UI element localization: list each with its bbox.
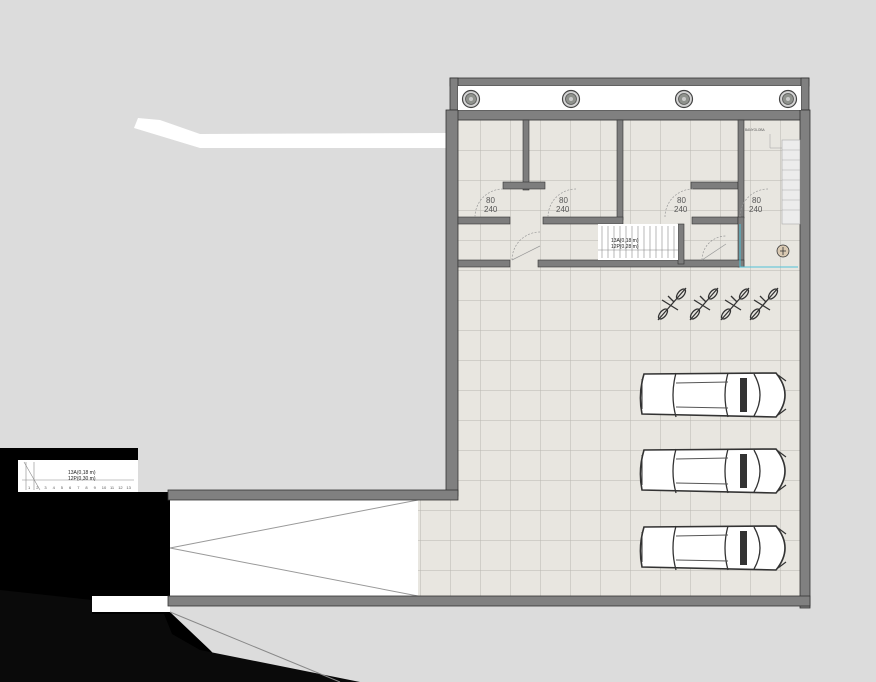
car-icon xyxy=(639,372,787,418)
car-parking xyxy=(639,372,787,571)
parking-floor xyxy=(458,120,800,596)
stair-step-number: 12 xyxy=(118,485,123,490)
car-icon xyxy=(639,525,787,571)
room-label-small: BANYOLOBA xyxy=(745,128,766,132)
door-4-width: 80 xyxy=(752,196,761,205)
column-icon xyxy=(461,89,481,109)
column-icon xyxy=(674,89,694,109)
column-icon xyxy=(561,89,581,109)
stair-step-number: 11 xyxy=(110,485,115,490)
stair-step-number: 7 xyxy=(77,485,80,490)
path-strip xyxy=(134,118,448,148)
stair-step-number: 4 xyxy=(53,485,56,490)
stair-side xyxy=(781,139,801,225)
stair-step-number: 2 xyxy=(36,485,39,490)
stair-main-label-2: 12P(0,28 m) xyxy=(611,244,639,250)
entrance-floor xyxy=(418,496,460,596)
car-icon xyxy=(639,448,787,494)
door-4-height: 240 xyxy=(749,205,763,214)
accent-line xyxy=(739,224,798,268)
stair-step-number: 10 xyxy=(102,485,107,490)
stair-left-label-2: 12P(0,30 m) xyxy=(68,476,96,482)
door-2-height: 240 xyxy=(556,205,570,214)
access-ramp xyxy=(170,500,418,596)
stair-step-number: 9 xyxy=(94,485,97,490)
stair-main-label-1: 13A(0,18 m) xyxy=(611,238,639,244)
door-swings xyxy=(474,188,769,261)
stair-step-number: 1 xyxy=(28,485,31,490)
stair-step-number: 6 xyxy=(69,485,72,490)
interior-walls xyxy=(457,119,745,268)
door-1-width: 80 xyxy=(486,196,495,205)
stair-step-number: 3 xyxy=(44,485,47,490)
planter-strip xyxy=(458,86,801,110)
stair-step-number: 8 xyxy=(85,485,88,490)
ramp-edge xyxy=(92,596,170,612)
stair-left-label-1: 13A(0,18 m) xyxy=(68,470,96,476)
stair-step-number: 13 xyxy=(126,485,131,490)
door-1-height: 240 xyxy=(484,205,498,214)
door-2-width: 80 xyxy=(559,196,568,205)
stair-step-number: 5 xyxy=(61,485,64,490)
door-3-height: 240 xyxy=(674,205,688,214)
column-icon xyxy=(778,89,798,109)
door-3-width: 80 xyxy=(677,196,686,205)
